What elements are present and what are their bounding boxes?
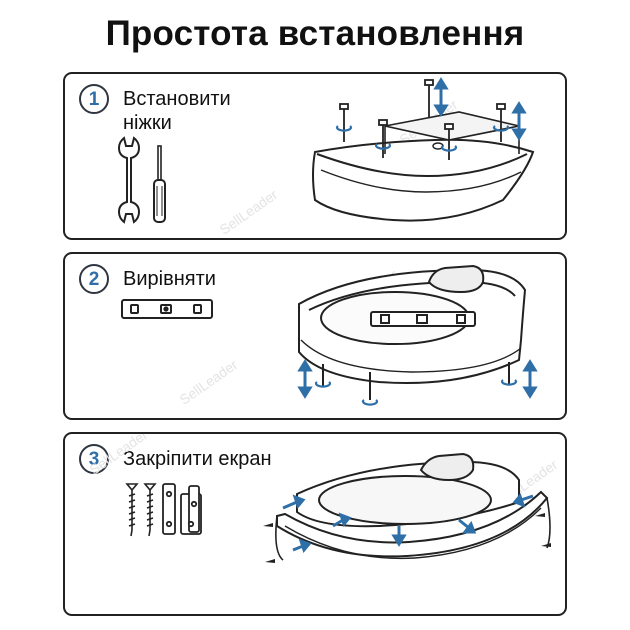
step-3-number: 3: [79, 444, 109, 474]
step-3-illustration: [125, 452, 551, 563]
screw-icon: [125, 483, 157, 537]
step-3-panel: 3 Закріпити екран SellLeader SellLeader: [63, 432, 567, 616]
step-1-number: 1: [79, 84, 109, 114]
screwdriver-icon: [153, 145, 166, 223]
step-2-number: 2: [79, 264, 109, 294]
bath-illustration: [312, 111, 535, 222]
step-1-label-line2: ніжки: [123, 112, 172, 134]
step-1-panel: 1 Встановити ніжки SellLeader SellLeader: [63, 72, 567, 240]
step-1-label: Встановити ніжки: [123, 87, 273, 135]
bath-illustration: [298, 264, 527, 400]
page-title: Простота встановлення: [105, 14, 525, 53]
rotate-arrow-icon: [335, 125, 510, 152]
step-2-label: Вирівняти: [123, 267, 273, 291]
bath-illustration: [275, 452, 551, 561]
step-2-illustration: [121, 264, 538, 406]
step-3-label: Закріпити екран: [123, 447, 273, 471]
arrow-icon: [282, 492, 534, 554]
bracket-icon: [162, 483, 202, 535]
up-down-arrow-icon: [433, 77, 527, 141]
step-1-illustration: [117, 77, 535, 224]
step-3-label-line1: Закріпити екран: [123, 448, 272, 470]
level-icon: [121, 299, 213, 319]
rotate-arrow-icon: [314, 379, 518, 406]
leg-screw-icon: [339, 79, 506, 160]
screw-icon: [263, 513, 551, 563]
step-2-label-line1: Вирівняти: [123, 268, 216, 290]
step-2-panel: 2 Вирівняти SellLeader SellLeader: [63, 252, 567, 420]
wrench-icon: [117, 136, 141, 224]
step-1-label-line1: Встановити: [123, 88, 231, 110]
up-down-arrow-icon: [297, 359, 538, 399]
